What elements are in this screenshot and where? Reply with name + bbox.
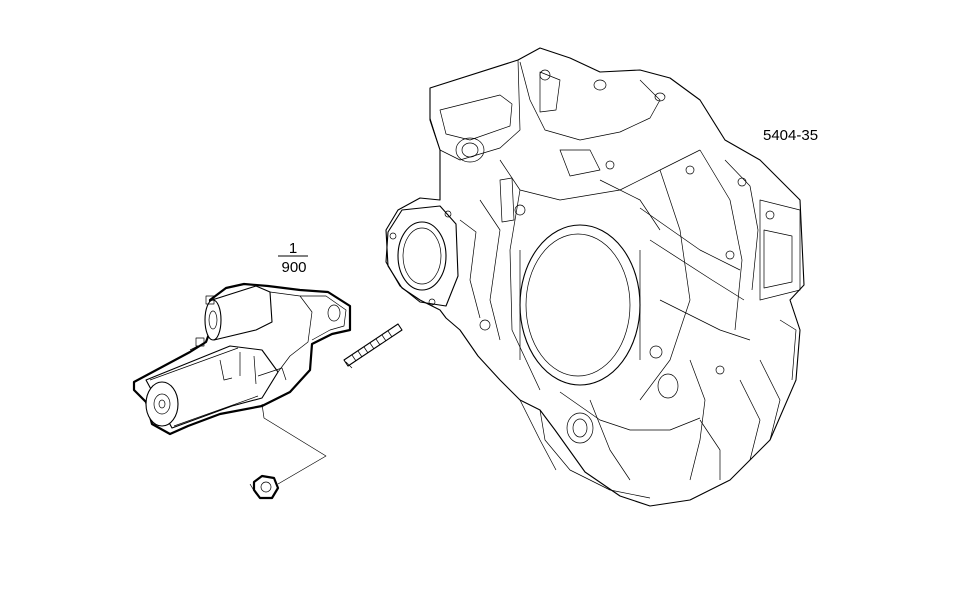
flange-nut: [249, 474, 280, 500]
callout-item-number: 1: [288, 240, 298, 257]
stud-bolt: [343, 323, 403, 369]
flywheel-housing: [385, 47, 805, 507]
starter-motor: [132, 282, 352, 436]
reference-code: 5404-35: [763, 127, 819, 144]
callout-quantity-code: 900: [281, 259, 307, 276]
assembly-leader-line: [261, 403, 327, 485]
